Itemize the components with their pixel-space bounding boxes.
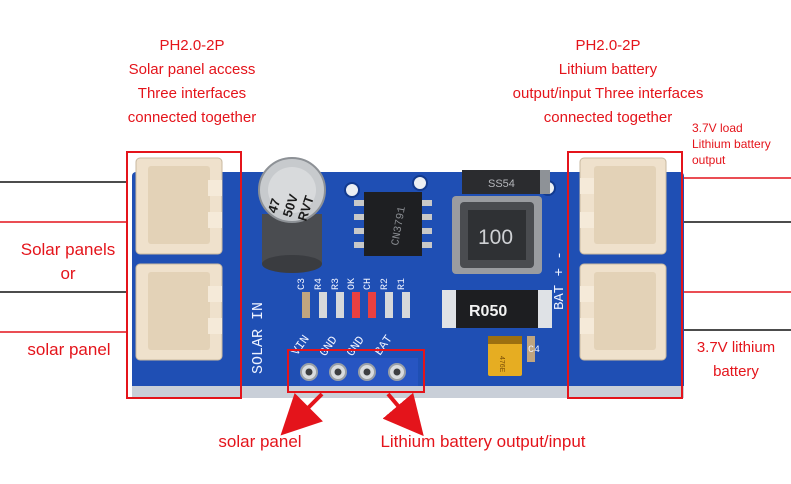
shunt-resistor: R050 [442, 290, 552, 328]
svg-text:C3: C3 [297, 278, 308, 290]
external-wires [0, 177, 791, 333]
pin-header [300, 358, 418, 386]
smd-components [302, 292, 535, 362]
battery-connector-label: PH2.0-2P Lithium battery output/input Th… [512, 37, 704, 126]
silkscreen-refs: C3 R4 R3 OK CH R2 R1 C4 [297, 278, 540, 356]
tantalum-capacitor: 476E [488, 336, 522, 376]
svg-text:R4: R4 [314, 278, 325, 290]
arrow-solar [280, 392, 324, 436]
electrolytic-capacitor: 47 50V RVT [258, 157, 326, 273]
svg-text:R2: R2 [380, 278, 391, 290]
solar-connector-label: PH2.0-2P Solar panel access Three interf… [127, 37, 257, 126]
capacitor-text: 47 [265, 197, 284, 215]
solar-panels-label: Solar panels or [20, 240, 116, 283]
load-output-label: 3.7V load Lithium battery output [692, 121, 771, 167]
svg-text:476E: 476E [498, 356, 505, 373]
svg-text:CH: CH [363, 278, 374, 290]
svg-text:R1: R1 [397, 278, 408, 290]
battery-connector-highlight [567, 151, 683, 399]
inductor: 100 [452, 196, 542, 274]
lithium-battery-label: 3.7V lithium battery [696, 339, 776, 380]
pin-solar-label: solar panel [218, 432, 302, 451]
svg-text:C4: C4 [528, 345, 540, 356]
controller-chip: CN3791 [354, 192, 432, 256]
silk-solar-in: SOLAR IN [250, 302, 267, 374]
mounting-hole [412, 175, 428, 191]
pin-battery-label: Lithium battery output/input [380, 432, 586, 451]
svg-text:R3: R3 [331, 278, 342, 290]
svg-text:100: 100 [478, 226, 513, 249]
svg-text:OK: OK [347, 278, 358, 290]
solar-connectors [135, 157, 223, 361]
solar-connector-highlight [126, 151, 242, 399]
svg-text:R050: R050 [469, 303, 507, 320]
mounting-hole [344, 182, 360, 198]
battery-connectors [579, 157, 667, 361]
svg-text:SS54: SS54 [488, 178, 515, 190]
silk-bat: BAT + - [552, 251, 568, 310]
svg-text:50V: 50V [280, 192, 302, 219]
schottky-diode: SS54 [462, 170, 550, 194]
arrow-battery [382, 392, 424, 437]
solar-panel-label: solar panel [27, 340, 111, 359]
pin-header-highlight [287, 349, 425, 393]
